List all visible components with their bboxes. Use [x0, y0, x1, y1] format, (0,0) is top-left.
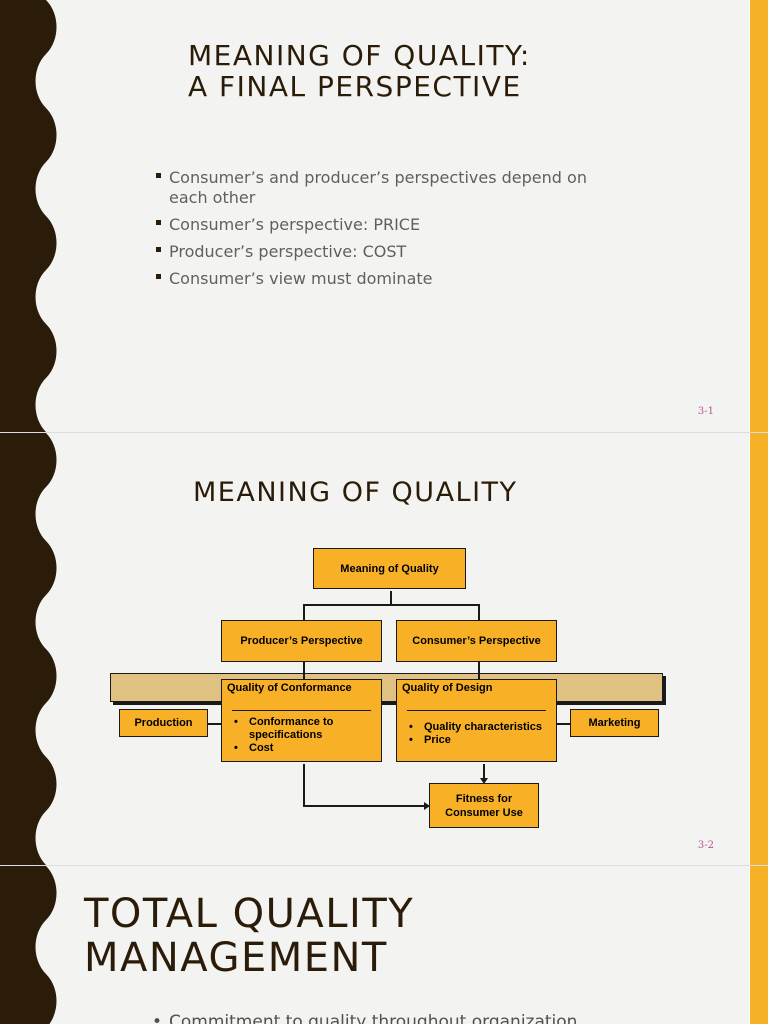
- title-line-2: A FINAL PERSPECTIVE: [188, 70, 522, 103]
- connector-line: [390, 591, 392, 605]
- list-item: Price: [409, 734, 542, 747]
- arrow-right-icon: [424, 802, 430, 810]
- quality-of-conformance-box: Quality of Conformance Conformance to sp…: [221, 679, 382, 762]
- production-box: Production: [119, 709, 208, 737]
- slide-title: TOTAL QUALITY MANAGEMENT: [84, 892, 414, 980]
- square-bullet-icon: [156, 274, 161, 279]
- box-title: Quality of Design: [402, 682, 493, 694]
- title-line-1: MEANING OF QUALITY:: [188, 39, 531, 72]
- slide-2: MEANING OF QUALITY Meaning of Quality Pr…: [0, 433, 768, 865]
- right-accent-bar: [750, 866, 768, 1024]
- bullet-list: Consumer’s and producer’s perspectives d…: [154, 168, 594, 296]
- arrow-down-icon: [480, 778, 488, 784]
- title-line-1: TOTAL QUALITY: [84, 891, 415, 937]
- bullet-item: Consumer’s and producer’s perspectives d…: [154, 168, 594, 208]
- right-accent-bar: [750, 433, 768, 865]
- square-bullet-icon: [156, 247, 161, 252]
- slide-1: MEANING OF QUALITY: A FINAL PERSPECTIVE …: [0, 0, 768, 432]
- bullet-item: •Commitment to quality throughout organi…: [152, 1012, 577, 1024]
- wavy-left-border: [0, 433, 57, 865]
- perspective-band: [110, 673, 663, 702]
- connector-line: [303, 604, 479, 606]
- right-accent-bar: [750, 0, 768, 432]
- page-number: 3-1: [697, 406, 714, 417]
- connector-line: [478, 662, 480, 680]
- wavy-left-border: [0, 0, 57, 432]
- connector-line: [303, 805, 425, 807]
- list-item: Cost: [234, 742, 381, 755]
- page-number: 3-2: [697, 840, 714, 851]
- fitness-for-consumer-use-box: Fitness for Consumer Use: [429, 783, 539, 828]
- marketing-box: Marketing: [570, 709, 659, 737]
- meaning-of-quality-box: Meaning of Quality: [313, 548, 466, 589]
- conformance-list: Conformance to specifications Cost: [234, 716, 381, 755]
- connector-line: [483, 764, 485, 779]
- producer-perspective-box: Producer’s Perspective: [221, 620, 382, 662]
- list-item: Conformance to specifications: [234, 716, 381, 742]
- box-title: Quality of Conformance: [227, 682, 352, 694]
- bullet-item: Consumer’s view must dominate: [154, 269, 594, 289]
- slide-title: MEANING OF QUALITY: A FINAL PERSPECTIVE: [188, 40, 531, 102]
- slide-title: MEANING OF QUALITY: [193, 477, 518, 508]
- connector-line: [557, 723, 570, 725]
- list-item: Quality characteristics: [409, 721, 542, 734]
- connector-line: [303, 662, 305, 680]
- slide-3: TOTAL QUALITY MANAGEMENT •Commitment to …: [0, 866, 768, 1024]
- bullet-dot-icon: •: [152, 1012, 163, 1024]
- connector-line: [208, 723, 221, 725]
- connector-line: [303, 764, 305, 806]
- consumer-perspective-box: Consumer’s Perspective: [396, 620, 557, 662]
- slide-divider: [0, 432, 768, 433]
- square-bullet-icon: [156, 220, 161, 225]
- title-line-2: MANAGEMENT: [84, 935, 388, 981]
- bullet-item: Consumer’s perspective: PRICE: [154, 215, 594, 235]
- connector-line: [303, 604, 305, 620]
- connector-line: [478, 604, 480, 620]
- bullet-item: Producer’s perspective: COST: [154, 242, 594, 262]
- design-list: Quality characteristics Price: [409, 721, 542, 747]
- square-bullet-icon: [156, 173, 161, 178]
- slide-divider: [0, 865, 768, 866]
- quality-of-design-box: Quality of Design Quality characteristic…: [396, 679, 557, 762]
- wavy-left-border: [0, 866, 57, 1024]
